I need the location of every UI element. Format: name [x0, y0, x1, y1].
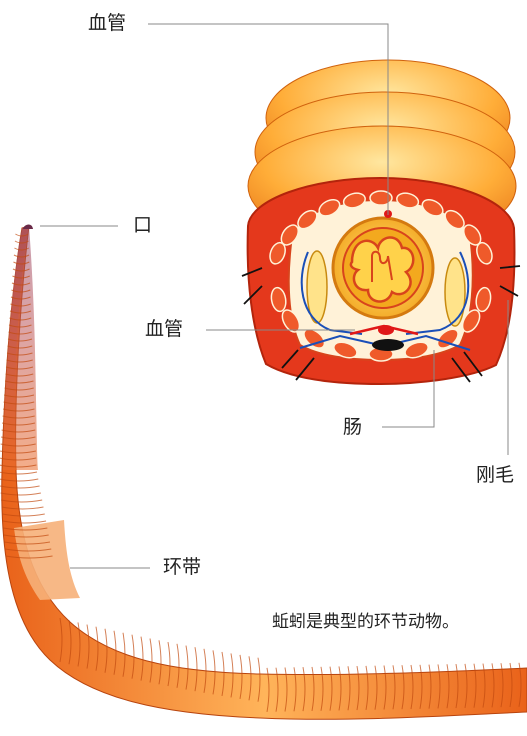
label-mouth: 口: [133, 216, 152, 235]
muscle-block: [370, 191, 392, 205]
caption: 蚯蚓是典型的环节动物。: [272, 614, 459, 631]
label-intestine: 肠: [343, 418, 362, 437]
cross-section: [242, 60, 520, 384]
worm-mouth-tip: [23, 224, 33, 229]
label-setae: 刚毛: [476, 466, 514, 485]
label-blood-vessel-top: 血管: [88, 14, 126, 33]
label-clitellum: 环带: [163, 558, 201, 577]
label-blood-vessel-mid: 血管: [145, 320, 183, 339]
